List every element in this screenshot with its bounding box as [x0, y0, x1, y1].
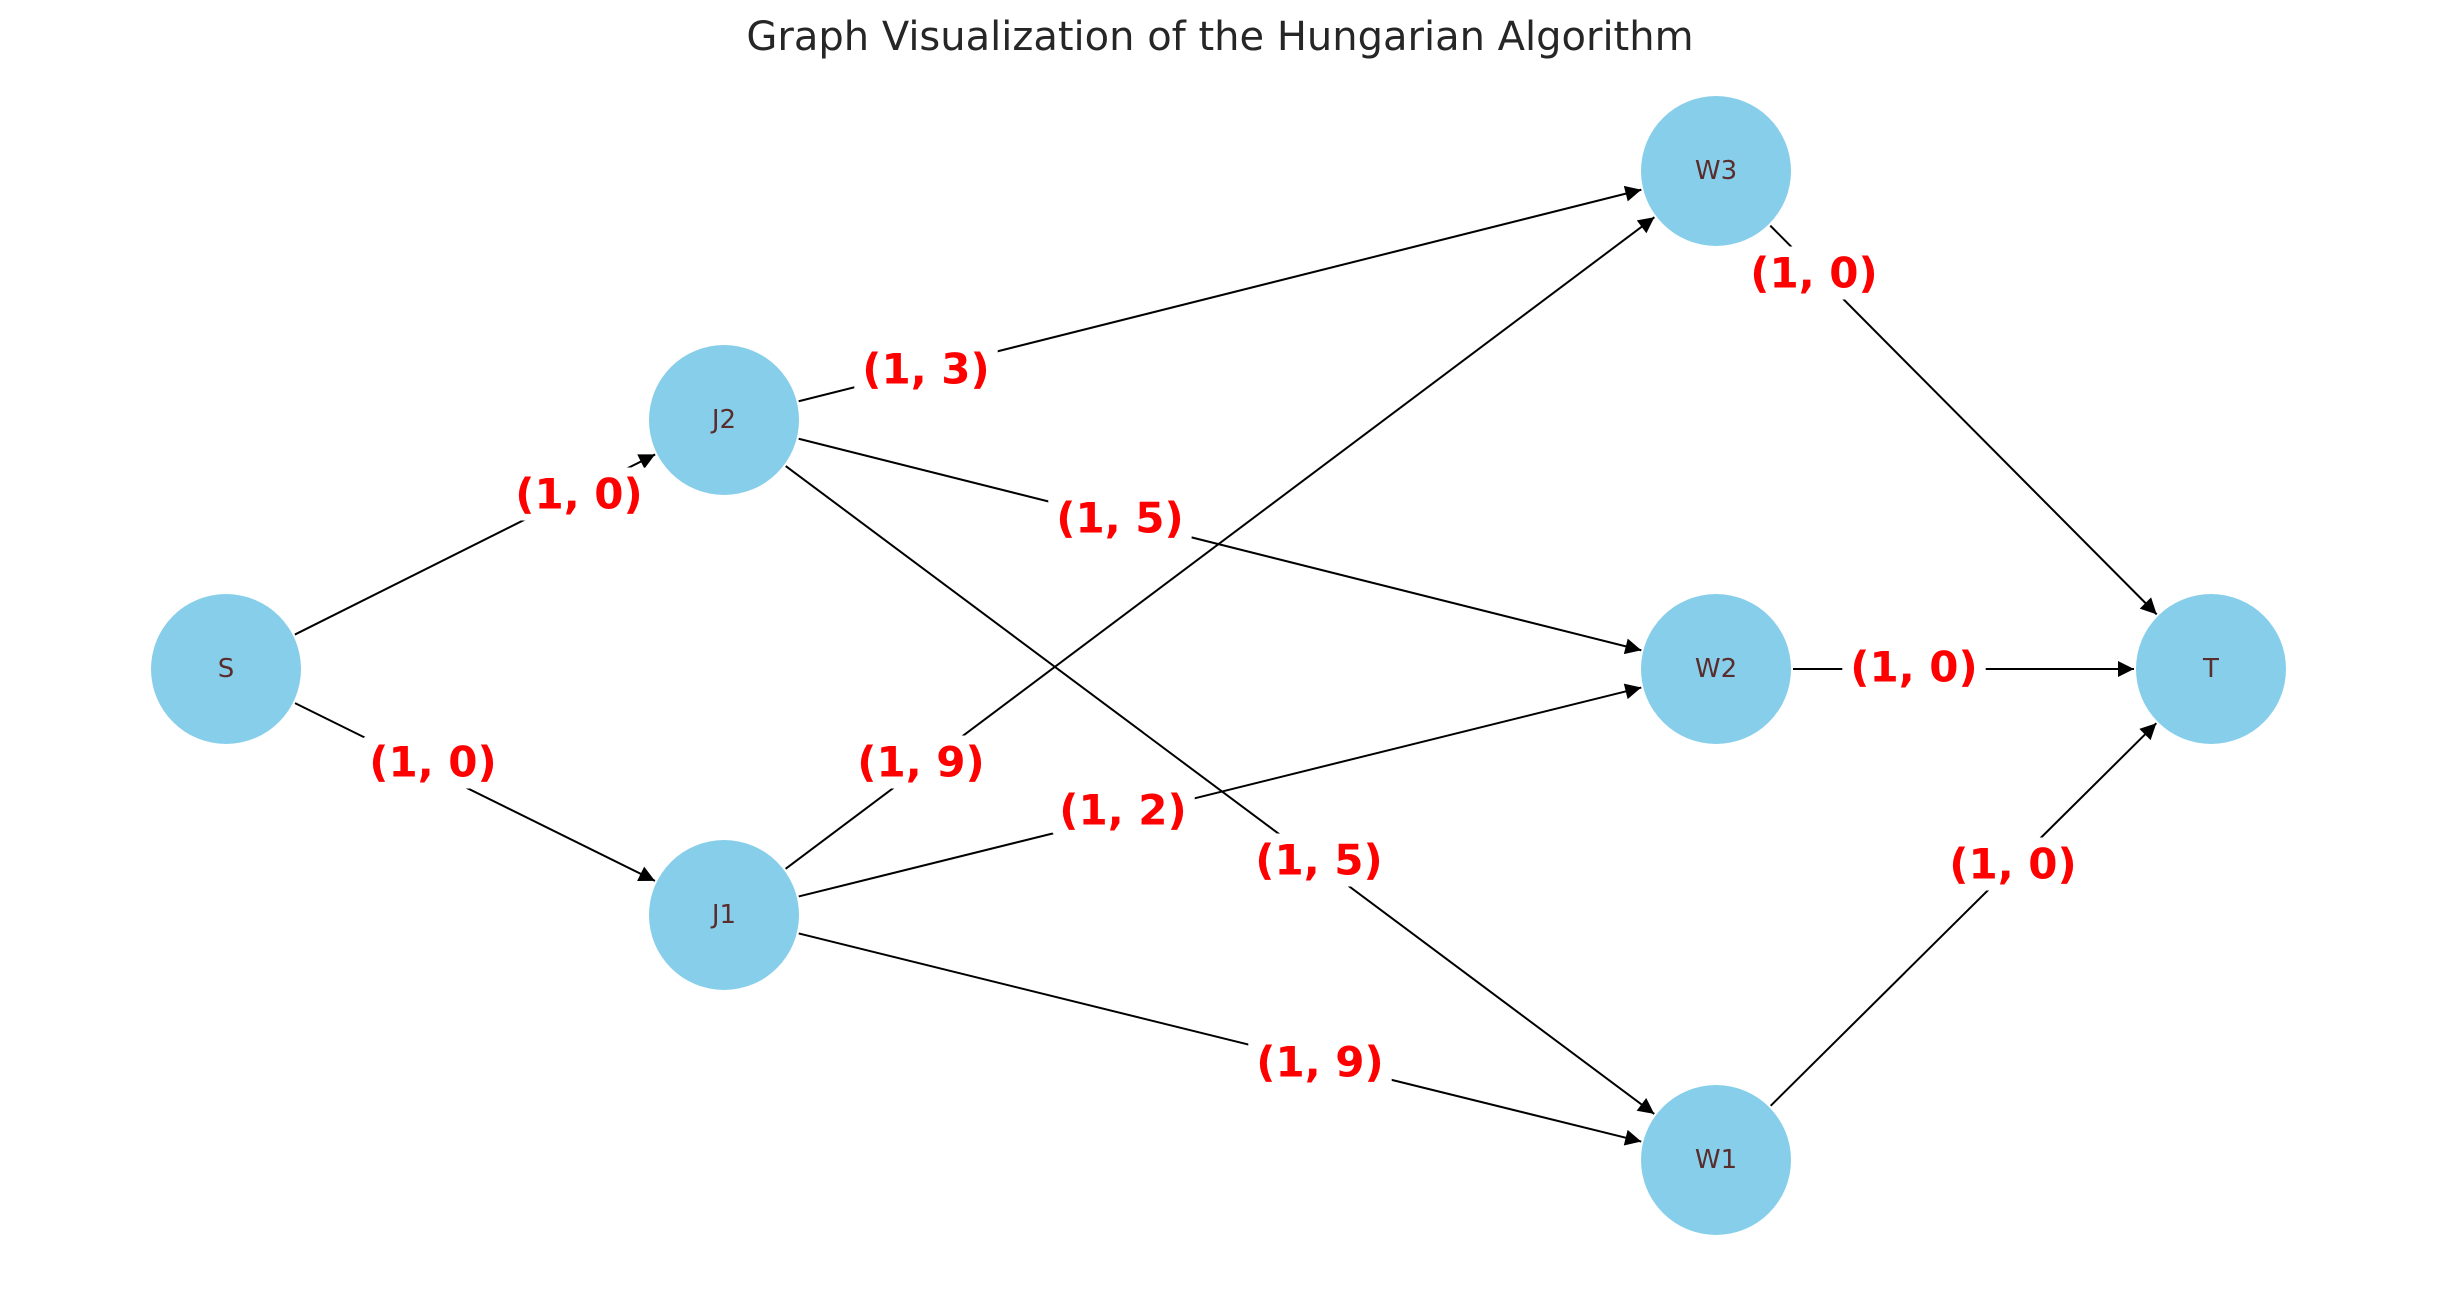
- node-T: [2136, 594, 2286, 744]
- edge-label-bg-S-J1: [361, 735, 505, 789]
- node-label-T: T: [2202, 654, 2219, 684]
- edge-label-J1-W3: (1, 9): [857, 738, 984, 787]
- node-W2: [1641, 594, 1791, 744]
- edge-label-bg-S-J2: [507, 467, 651, 521]
- edge-label-bg-W1-T: [1941, 837, 2085, 891]
- edge-label-bg-J2-W1: [1247, 833, 1391, 887]
- edge-label-J1-W2: (1, 2): [1059, 786, 1186, 835]
- edge-label-W2-T: (1, 0): [1850, 643, 1977, 692]
- edge-label-S-J2: (1, 0): [515, 470, 642, 519]
- edge-label-bg-J1-W2: [1051, 783, 1195, 837]
- edge-label-W1-T: (1, 0): [1949, 840, 2076, 889]
- edge-label-bg-J2-W3: [854, 342, 998, 396]
- node-label-J1: J1: [710, 900, 736, 930]
- edge-label-J2-W2: (1, 5): [1056, 494, 1183, 543]
- edge-label-J1-W1: (1, 9): [1256, 1038, 1383, 1087]
- edge-W1-T: [1769, 722, 2158, 1107]
- node-label-W1: W1: [1695, 1145, 1737, 1175]
- edge-J1-W1: [798, 932, 1642, 1146]
- node-J1: [649, 840, 799, 990]
- edge-label-bg-J2-W2: [1048, 491, 1192, 545]
- edge-S-J1: [294, 702, 656, 882]
- edge-J1-W2: [798, 683, 1642, 898]
- edge-label-S-J1: (1, 0): [369, 738, 496, 787]
- node-label-W2: W2: [1695, 654, 1737, 684]
- node-label-W3: W3: [1695, 156, 1737, 186]
- edge-J2-W1: [785, 465, 1655, 1115]
- edge-label-bg-W3-T: [1742, 246, 1886, 300]
- node-label-J2: J2: [710, 405, 736, 435]
- edge-label-J2-W3: (1, 3): [862, 345, 989, 394]
- edge-labels-layer: (1, 0) (1, 0) (1, 3) (1, 5) (1, 5) (1, 9) (1, …: [361, 246, 2085, 1089]
- page-title: Graph Visualization of the Hungarian Alg…: [746, 14, 1694, 60]
- node-label-S: S: [218, 654, 235, 684]
- node-S: [151, 594, 301, 744]
- node-W1: [1641, 1085, 1791, 1235]
- edge-label-J2-W1: (1, 5): [1255, 836, 1382, 885]
- edge-J2-W2: [798, 437, 1642, 655]
- edge-label-bg-W2-T: [1842, 640, 1986, 694]
- edge-label-W3-T: (1, 0): [1750, 249, 1877, 298]
- node-W3: [1641, 96, 1791, 246]
- edge-label-bg-J1-W3: [849, 735, 993, 789]
- node-J2: [649, 345, 799, 495]
- edge-label-bg-J1-W1: [1248, 1035, 1392, 1089]
